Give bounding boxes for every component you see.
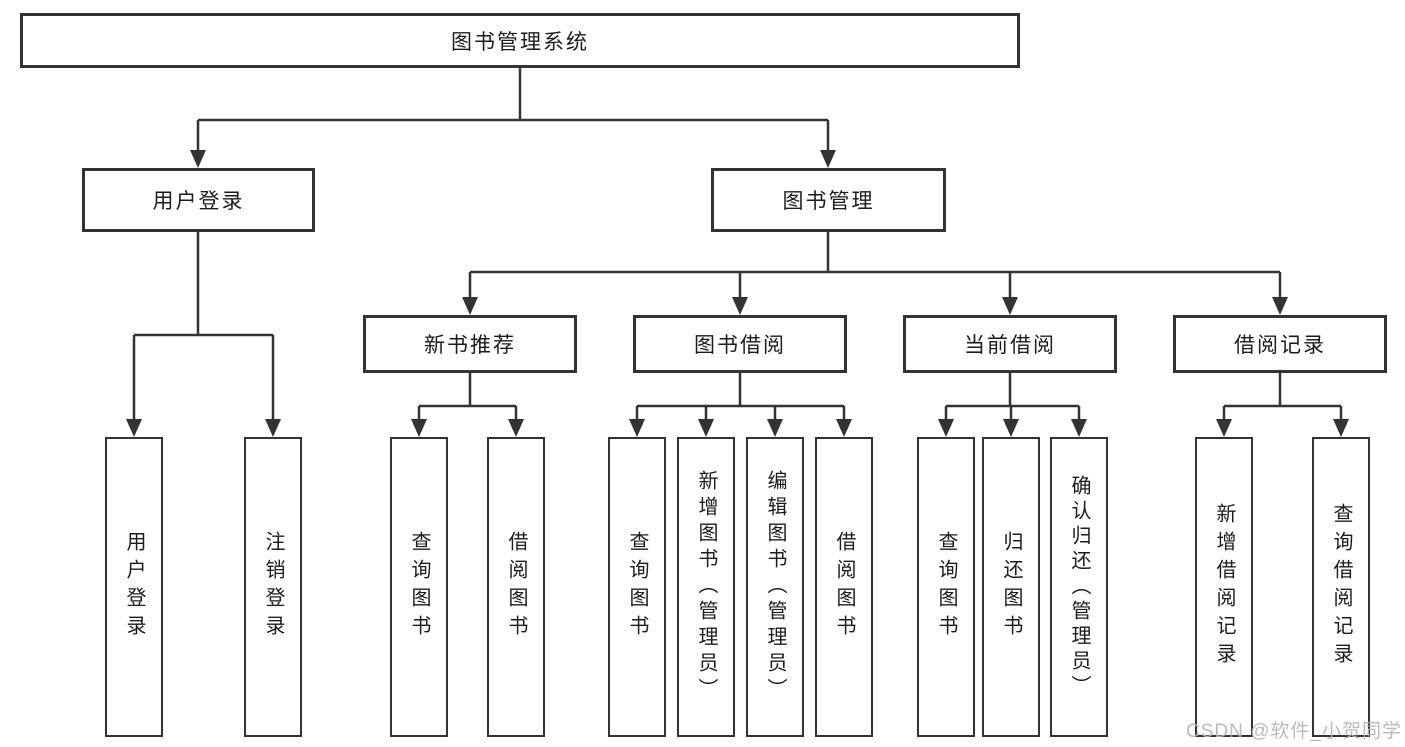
node-user-login: 用户登录 xyxy=(82,168,315,232)
connector-new-book-children xyxy=(417,373,518,421)
arrowheads-book-management-children xyxy=(462,297,1288,315)
node-book-management-label: 图书管理 xyxy=(782,190,875,213)
node-borrow-record: 借阅记录 xyxy=(1173,315,1387,373)
leaf-bb-add-book: 新增图书（管理员） xyxy=(677,437,735,737)
node-current-borrow: 当前借阅 xyxy=(903,315,1117,373)
connector-current-borrow-children xyxy=(944,373,1081,421)
node-borrow-record-label: 借阅记录 xyxy=(1234,334,1326,357)
leaf-bb-borrow-book-label: 借阅图书 xyxy=(833,531,855,643)
leaf-cb-query-book: 查询图书 xyxy=(917,437,975,737)
leaf-cb-confirm-return: 确认归还（管理员） xyxy=(1050,437,1108,737)
arrowheads-borrow-record-children xyxy=(1216,419,1349,437)
node-book-management: 图书管理 xyxy=(711,168,946,232)
connector-user-login-children xyxy=(132,232,275,421)
leaf-bb-query-book: 查询图书 xyxy=(608,437,666,737)
node-current-borrow-label: 当前借阅 xyxy=(964,334,1056,357)
leaf-user-login-label: 用户登录 xyxy=(123,531,145,643)
leaf-cb-return-book-label: 归还图书 xyxy=(1000,531,1022,643)
node-root: 图书管理系统 xyxy=(20,13,1020,68)
leaf-cb-confirm-return-label: 确认归还（管理员） xyxy=(1068,474,1090,700)
connector-book-borrow-children xyxy=(635,373,846,421)
leaf-nb-borrow-book-label: 借阅图书 xyxy=(505,531,527,643)
leaf-logout-label: 注销登录 xyxy=(262,531,284,643)
leaf-cb-query-book-label: 查询图书 xyxy=(935,531,957,643)
arrowheads-user-login-children xyxy=(126,419,281,437)
leaf-nb-query-book: 查询图书 xyxy=(390,437,448,737)
leaf-logout: 注销登录 xyxy=(244,437,302,737)
node-book-borrow-label: 图书借阅 xyxy=(694,334,786,357)
connector-book-management-children xyxy=(468,232,1282,299)
node-user-login-label: 用户登录 xyxy=(152,190,245,213)
arrowheads-current-borrow-children xyxy=(938,419,1087,437)
leaf-nb-query-book-label: 查询图书 xyxy=(408,531,430,643)
leaf-bb-query-book-label: 查询图书 xyxy=(626,531,648,643)
node-book-borrow: 图书借阅 xyxy=(633,315,847,373)
arrowheads-new-book-children xyxy=(411,419,524,437)
leaf-nb-borrow-book: 借阅图书 xyxy=(487,437,545,737)
leaf-cb-return-book: 归还图书 xyxy=(982,437,1040,737)
node-new-book-recommend: 新书推荐 xyxy=(363,315,577,373)
leaf-br-query-record-label: 查询借阅记录 xyxy=(1330,503,1352,671)
connector-borrow-record-children xyxy=(1222,373,1343,421)
node-root-label: 图书管理系统 xyxy=(451,30,589,54)
csdn-watermark: CSDN @软件_小贺同学 xyxy=(1186,721,1402,742)
node-new-book-recommend-label: 新书推荐 xyxy=(424,334,516,357)
arrowheads-book-borrow-children xyxy=(629,419,852,437)
leaf-br-query-record: 查询借阅记录 xyxy=(1312,437,1370,737)
arrowheads-root-to-level2 xyxy=(190,150,836,168)
leaf-bb-edit-book: 编辑图书（管理员） xyxy=(746,437,804,737)
connector-root-to-level2 xyxy=(196,68,830,152)
leaf-br-add-record-label: 新增借阅记录 xyxy=(1213,503,1235,671)
leaf-br-add-record: 新增借阅记录 xyxy=(1195,437,1253,737)
leaf-user-login: 用户登录 xyxy=(105,437,163,737)
leaf-bb-edit-book-label: 编辑图书（管理员） xyxy=(764,470,786,704)
leaf-bb-add-book-label: 新增图书（管理员） xyxy=(695,470,717,704)
leaf-bb-borrow-book: 借阅图书 xyxy=(815,437,873,737)
